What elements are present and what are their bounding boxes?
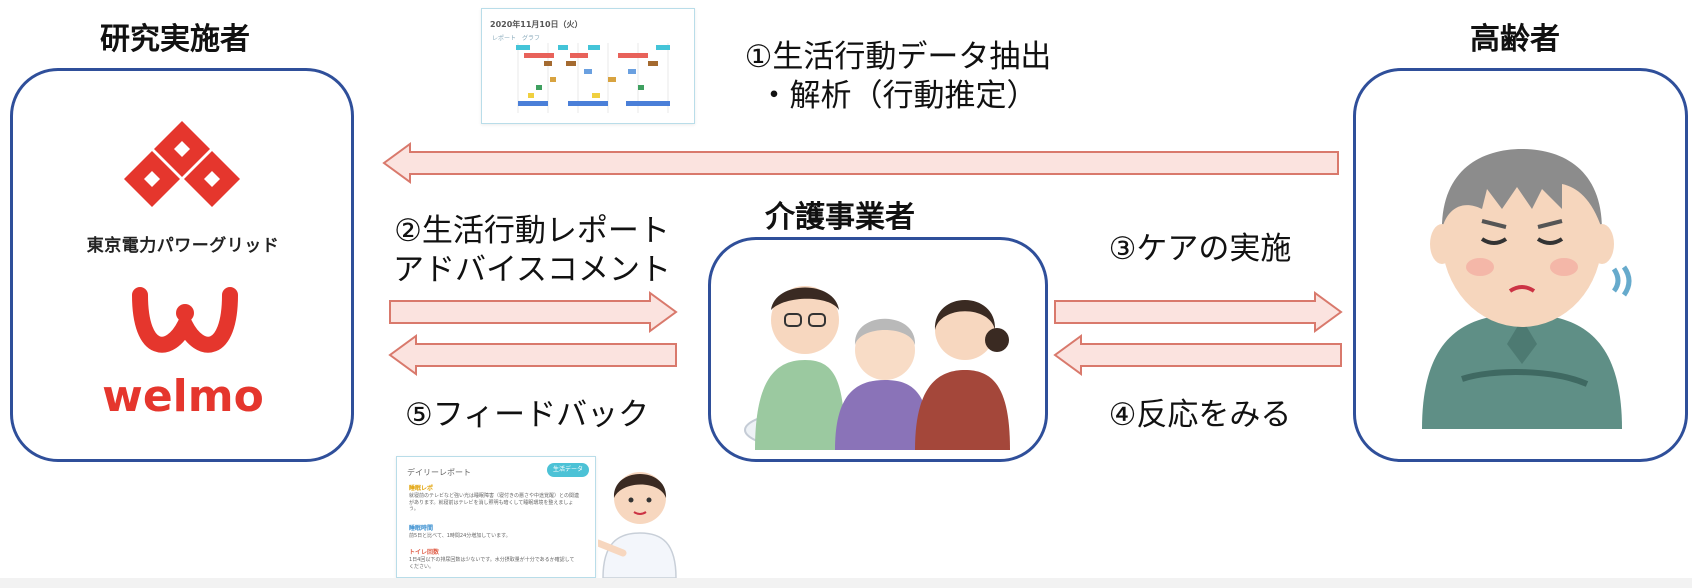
arrow-caregiver-to-researcher [388,334,677,376]
step2-line2: アドバイスコメント [392,251,672,288]
step1-line2: ・解析（行動推定） [758,77,1038,114]
tepco-logo-icon [124,121,240,207]
daily-report-title: デイリーレポート [407,468,471,477]
arrow-elderly-to-researcher [382,142,1339,184]
caregiver-box [708,237,1048,462]
elderly-label: 高齢者 [1470,22,1560,57]
step2-line1: ②生活行動レポート [394,213,670,249]
report-section-sleep-time: 睡眠時間 [409,525,434,532]
welmo-mark-icon [132,287,238,353]
arrow-caregiver-to-elderly [1054,291,1343,333]
report-section-toilet: トイレ回数 [409,549,440,556]
nurse-illustration-icon [598,472,677,578]
welmo-wordmark: welmo [102,371,264,422]
daily-report-thumbnail: デイリーレポート 生活データ 睡眠レポ 就寝前のテレビなど強い光は睡眠障害（寝付… [396,456,596,578]
step2-label: ②生活行動レポート アドバイスコメント [382,212,682,290]
step1-line1: ①生活行動データ抽出 [744,39,1052,75]
researcher-box: 東京電力パワーグリッド welmo [10,68,354,462]
step4-label: ④反応をみる [1108,397,1292,433]
step1-label: ①生活行動データ抽出 ・解析（行動推定） [728,38,1068,116]
step3-label: ③ケアの実施 [1108,231,1292,267]
report-line-sleep-time: 前5日と比べて、1時間24分増加しています。 [409,533,511,539]
life-data-button[interactable]: 生活データ [547,463,589,477]
tepco-grid-name: 東京電力パワーグリッド [86,236,280,256]
footer-band [0,578,1692,588]
elderly-box [1353,68,1688,462]
report-line-sleep: 就寝前のテレビなど強い光は睡眠障害（寝付きの悪さや中途覚醒）との関連があります。… [409,493,579,512]
caregiver-label: 介護事業者 [765,200,915,235]
arrow-researcher-to-caregiver [389,291,678,333]
report-section-sleep: 睡眠レポ [409,485,434,492]
activity-chart-thumbnail: 2020年11月10日（火） レポート グラフ [481,8,695,124]
thumbnail-tabs: レポート グラフ [492,35,541,42]
researcher-label: 研究実施者 [100,22,250,57]
arrow-elderly-to-caregiver [1053,334,1342,376]
thumbnail-date: 2020年11月10日（火） [490,20,583,29]
report-line-toilet: 1日4回以下の排尿回数は少ないです。水分摂取量が十分であるか確認してください。 [409,557,575,570]
elderly-person-icon [1422,149,1632,429]
activity-chart-icon [516,43,670,113]
caregivers-illustration-icon [744,286,1010,450]
step5-label: ⑤フィードバック [405,397,650,433]
